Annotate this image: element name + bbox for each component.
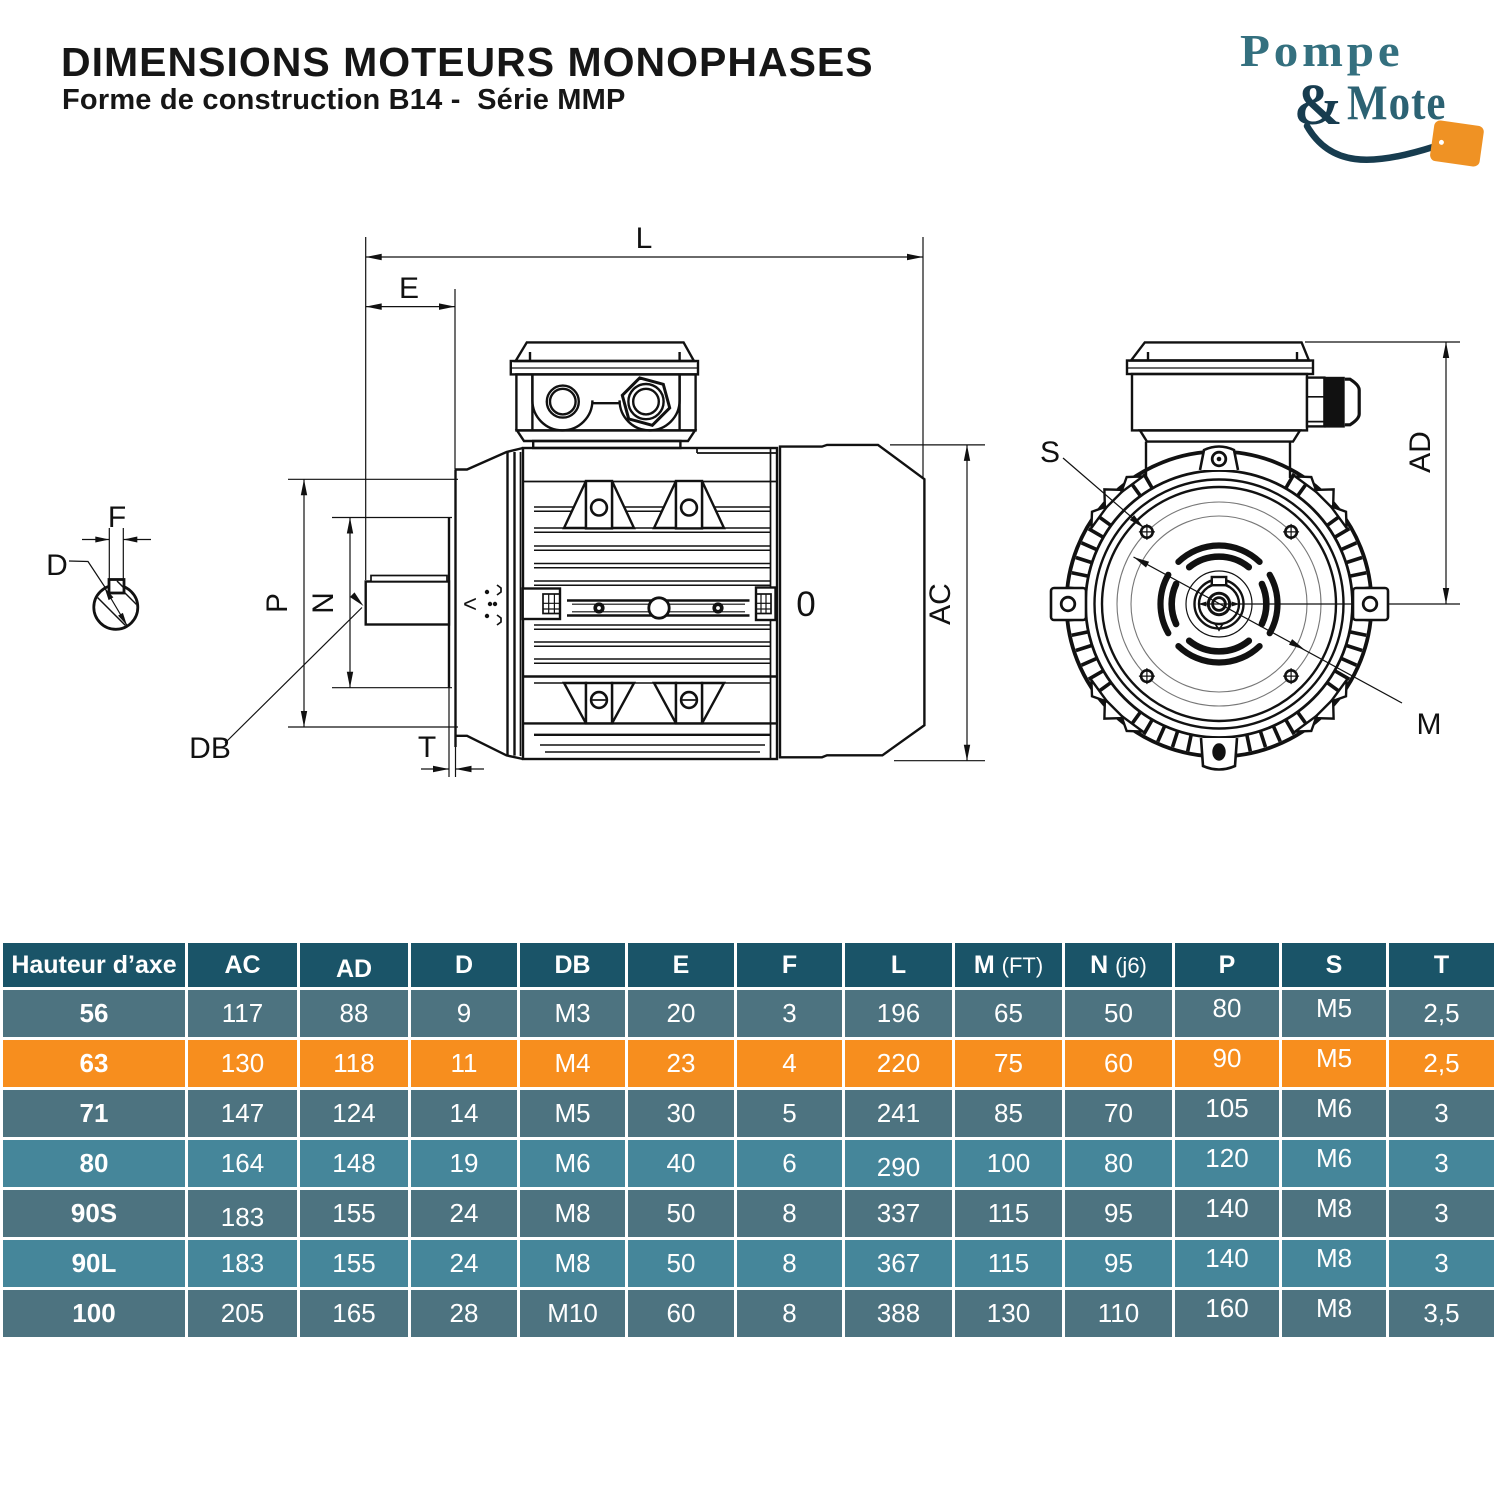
- svg-text:&: &: [1294, 72, 1342, 137]
- svg-text:M: M: [1417, 708, 1442, 741]
- svg-text:DB: DB: [189, 732, 231, 765]
- svg-text:L: L: [636, 222, 653, 255]
- svg-text:D: D: [46, 549, 68, 582]
- svg-text:AD: AD: [1404, 431, 1437, 473]
- svg-text:Mote: Mote: [1347, 76, 1446, 130]
- svg-text:AC: AC: [924, 583, 957, 625]
- svg-text:T: T: [418, 731, 436, 764]
- svg-text:P: P: [261, 593, 294, 613]
- svg-text:F: F: [108, 501, 126, 534]
- svg-text:<: <: [463, 591, 477, 618]
- svg-text:E: E: [399, 272, 419, 305]
- svg-text:S: S: [1040, 436, 1060, 469]
- svg-text:Pompe: Pompe: [1240, 27, 1403, 77]
- svg-text:0: 0: [796, 585, 815, 624]
- svg-text:N: N: [307, 592, 340, 614]
